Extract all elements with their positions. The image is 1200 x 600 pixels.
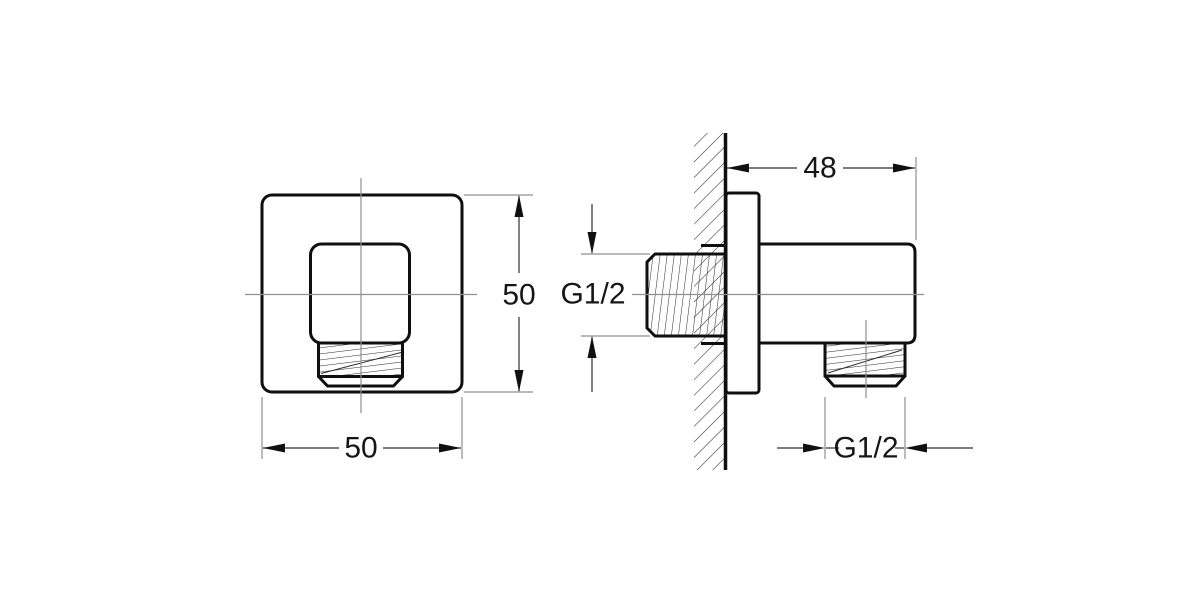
outlet-thread-dim-label: G1/2: [833, 432, 898, 465]
front-body-square: [309, 242, 411, 345]
front-height-dimension: 50: [464, 194, 536, 393]
arrow-up-icon: [587, 336, 597, 358]
front-width-dimension: 50: [261, 397, 463, 465]
side-depth-dimension: 48: [727, 152, 917, 240]
arrow-up-icon: [514, 195, 524, 217]
arrow-left-icon: [727, 163, 749, 173]
side-body: [757, 242, 917, 345]
arrow-left-icon: [263, 443, 285, 453]
arrow-down-icon: [587, 232, 597, 254]
front-height-dim-label: 50: [502, 279, 535, 312]
front-view: 50 50: [245, 178, 536, 465]
side-view: 48 G1/2 G1/2: [560, 133, 973, 470]
arrow-left-icon: [905, 443, 927, 453]
side-thread-runout-line: [827, 349, 903, 374]
front-width-dim-label: 50: [344, 432, 377, 465]
side-outlet-tip: [823, 374, 907, 388]
arrow-right-icon: [893, 163, 915, 173]
arrow-right-icon: [439, 443, 461, 453]
side-depth-dim-label: 48: [803, 152, 836, 185]
arrow-down-icon: [514, 370, 524, 392]
arrow-right-icon: [803, 443, 825, 453]
inlet-thread-dimension: G1/2: [560, 204, 650, 392]
side-outlet-thread: [823, 341, 907, 378]
outlet-thread-dimension: G1/2: [777, 397, 973, 465]
side-escutcheon-flange: [724, 191, 761, 395]
inlet-thread-dim-label: G1/2: [560, 278, 625, 311]
